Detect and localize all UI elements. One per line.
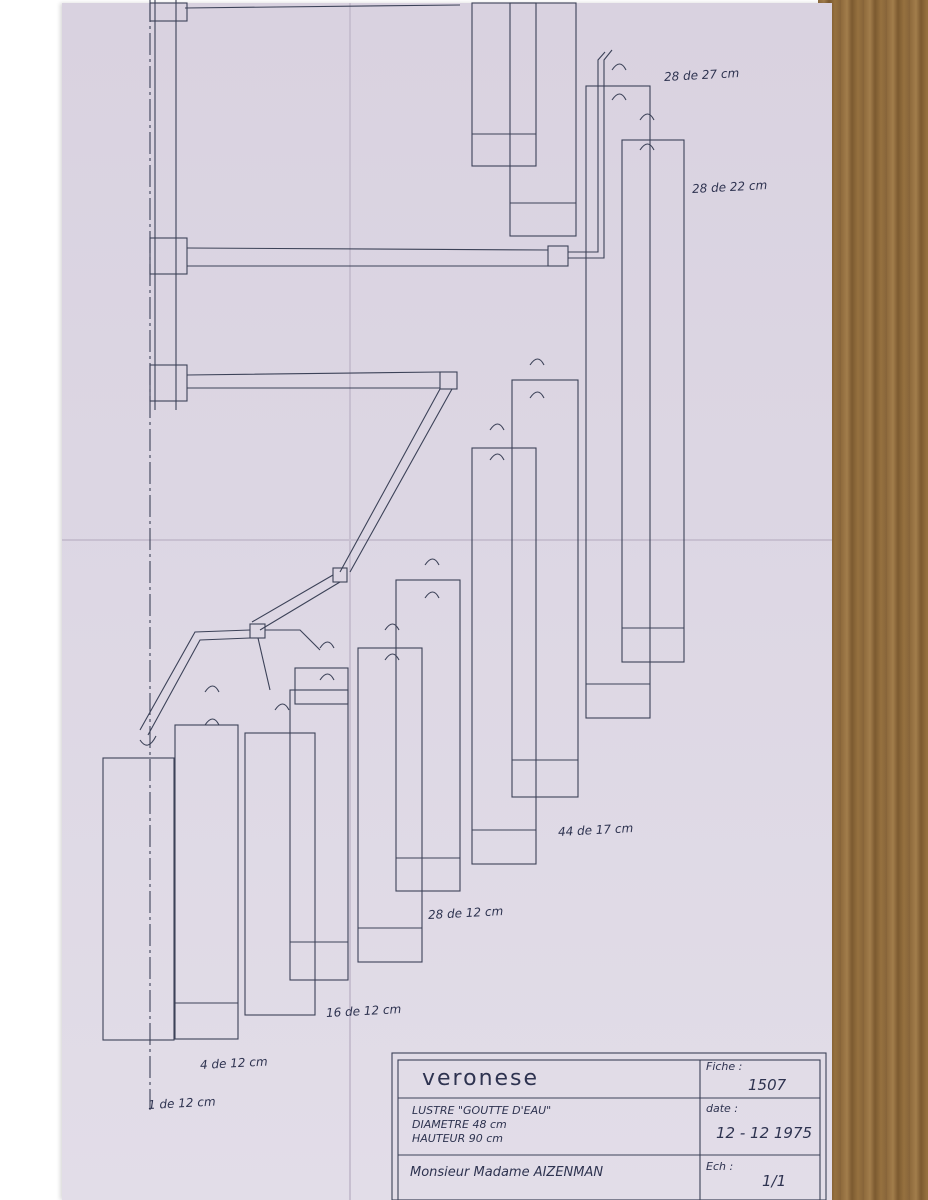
echelle-label: Ech : [706, 1160, 734, 1173]
drop-28x12-b [357, 647, 423, 963]
drop-top-2 [509, 2, 577, 237]
drop-44x17-a [511, 379, 579, 798]
drop-44x17-b [471, 447, 537, 865]
lower-diagonal-arm [251, 574, 341, 631]
stem-joint-top [149, 2, 188, 22]
title-block-name: veronese [422, 1066, 540, 1091]
upper-arm [186, 247, 549, 267]
upper-arm-hub [547, 245, 569, 267]
description-line-1: LUSTRE "GOUTTE D'EAU" [412, 1104, 552, 1117]
hook [611, 93, 627, 101]
hook [384, 623, 400, 631]
title-block-frame [391, 1052, 827, 1200]
hook [611, 63, 627, 71]
hook [489, 453, 505, 461]
lower-arm-hub-2 [249, 623, 266, 639]
hook [529, 358, 545, 366]
hook-group [139, 63, 655, 746]
hook [384, 653, 400, 661]
lowest-arms [139, 629, 321, 736]
description-line-3: HAUTEUR 90 cm [412, 1132, 503, 1145]
middle-arm-hub [439, 371, 458, 390]
description-line-2: DIAMETRE 48 cm [412, 1118, 507, 1131]
title-block-outer [391, 1052, 827, 1200]
middle-arm [186, 371, 441, 389]
drop-28x12-a [395, 579, 461, 892]
hook [274, 703, 290, 711]
drop-16x12-c [244, 732, 316, 1016]
hook [424, 591, 440, 599]
drop-1x12 [102, 757, 175, 1041]
lower-arm-hub-1 [332, 567, 348, 583]
client-name: Monsieur Madame AIZENMAN [410, 1165, 604, 1180]
hook [424, 558, 440, 566]
drop-28x22-a [621, 139, 685, 663]
middle-diagonal-arm [339, 388, 453, 573]
title-block-inner [397, 1059, 821, 1200]
hook [489, 423, 505, 431]
fiche-label: Fiche : [706, 1060, 743, 1073]
drop-top-1 [471, 2, 537, 167]
hook [139, 735, 157, 746]
drop-16x12-a [294, 667, 349, 705]
glass-drops [102, 2, 685, 1041]
drop-4x12 [174, 724, 239, 1040]
wooden-table-background [818, 0, 928, 1200]
hook [319, 641, 335, 649]
stem-joint-middle [149, 237, 188, 275]
echelle-value: 1/1 [762, 1172, 787, 1190]
drawing-sheet [62, 3, 832, 1200]
hook [204, 718, 220, 726]
top-arm-line [184, 4, 461, 9]
fiche-value: 1507 [748, 1076, 787, 1094]
date-label: date : [706, 1102, 739, 1115]
hook [319, 673, 335, 681]
hook [204, 685, 220, 693]
hook [529, 391, 545, 399]
upper-riser [568, 49, 613, 259]
stem-joint-lower [149, 364, 188, 402]
hook [639, 143, 655, 151]
drop-28x27-a [585, 85, 651, 719]
drop-16x12-b [289, 689, 349, 981]
hook [639, 113, 655, 121]
date-value: 12 - 12 1975 [716, 1124, 813, 1142]
